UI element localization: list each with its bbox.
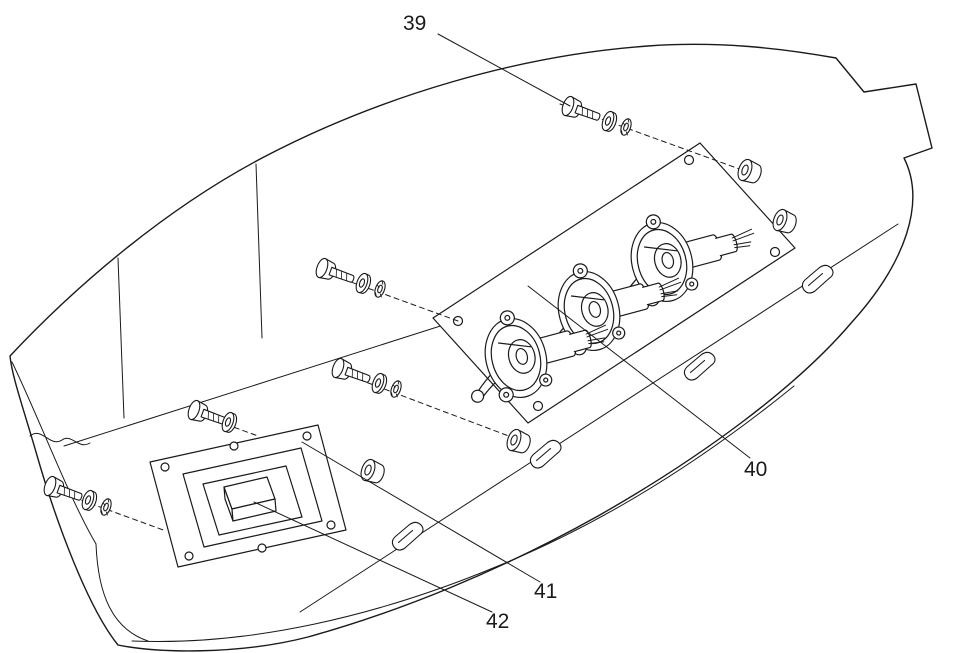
ref-label-40: 40 <box>744 458 767 481</box>
switch-button-front-face <box>231 498 277 522</box>
inner-bottom-contour <box>131 385 795 642</box>
switch-plate-hole <box>229 441 239 451</box>
leader-42 <box>253 501 493 613</box>
switch-plate-holes <box>160 431 336 561</box>
switch-inner-frame <box>182 447 323 548</box>
switch-plate-hole <box>326 520 336 530</box>
switch-plate-assembly <box>149 424 347 568</box>
cable-squiggle <box>29 433 91 446</box>
leader-39 <box>437 33 571 107</box>
plate-hole <box>769 246 781 258</box>
switch-plate-hole <box>160 462 170 472</box>
plate-hole <box>683 154 695 166</box>
leader-lines <box>253 33 751 613</box>
ref-label-42: 42 <box>486 610 509 633</box>
switch-button <box>223 476 277 522</box>
leader-40 <box>527 285 751 459</box>
bow-inner-line <box>11 361 97 545</box>
leader-41 <box>301 441 541 583</box>
reference-labels: 39 40 41 42 <box>403 12 767 633</box>
switch-plate-hole <box>302 431 312 441</box>
axis-screw-upper-left <box>317 269 459 322</box>
ref-label-41: 41 <box>534 580 557 603</box>
bulkhead-edge-right <box>255 163 263 339</box>
axis-screw-39 <box>559 103 746 172</box>
plate-hole <box>532 400 544 412</box>
ref-label-39: 39 <box>403 12 426 35</box>
switch-plate-hole <box>257 543 267 553</box>
bottom-left-step <box>95 543 149 642</box>
switch-plate-hole <box>184 551 194 561</box>
bulkhead-edge-left <box>117 257 125 419</box>
